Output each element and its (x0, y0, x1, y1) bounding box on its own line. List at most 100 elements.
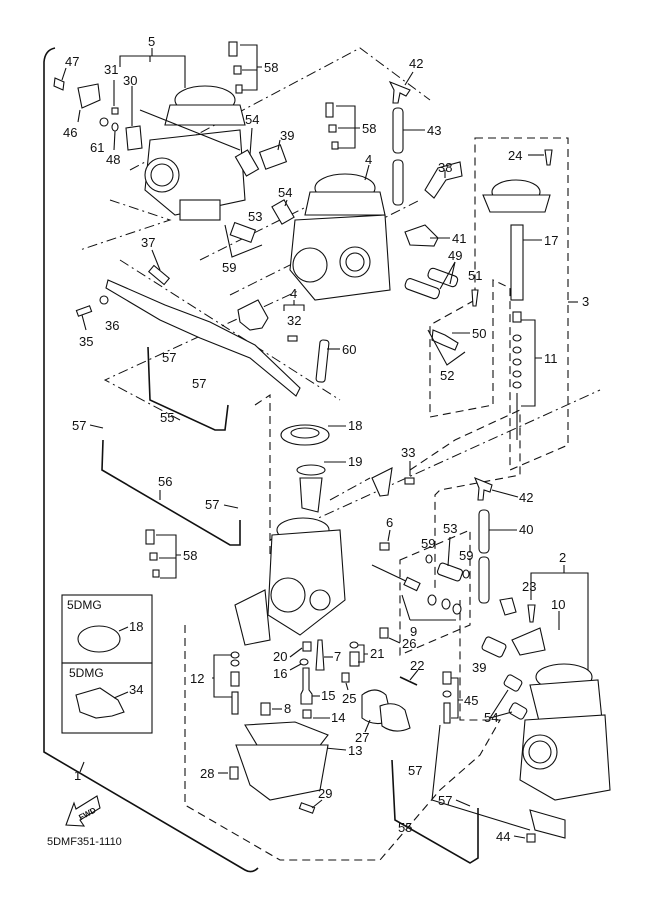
callout-4b: 4 (290, 286, 297, 301)
callout-20: 20 (273, 649, 287, 664)
callout-34-inset: 34 (129, 682, 143, 697)
leader-59a (224, 224, 263, 258)
leader-58a (240, 44, 262, 91)
part-45-screw-set (442, 671, 452, 724)
part-cable-bracket (371, 467, 393, 497)
leader-26 (388, 637, 401, 644)
part-47-screw (53, 77, 65, 91)
part-cable-holder (529, 809, 566, 839)
callout-41: 41 (452, 231, 466, 246)
callout-57e: 57 (408, 763, 422, 778)
part-56-hose (101, 439, 241, 546)
leader-37 (151, 249, 161, 271)
part-7-pilot-jet (315, 639, 325, 671)
callout-10: 10 (551, 597, 565, 612)
part-61-collar (99, 117, 109, 127)
callout-53b: 53 (443, 521, 457, 536)
callout-31: 31 (104, 62, 118, 77)
subassembly-side-box (399, 529, 471, 656)
leader-9 (401, 594, 456, 621)
callout-59c: 59 (459, 548, 473, 563)
callout-2: 2 (559, 550, 566, 565)
callout-13: 13 (348, 743, 362, 758)
callout-29: 29 (318, 786, 332, 801)
leader-52 (427, 329, 466, 366)
callout-47: 47 (65, 54, 79, 69)
part-29-screw (298, 802, 316, 814)
part-35-screw (75, 305, 93, 317)
callout-59a: 59 (222, 260, 236, 275)
leader-57c (89, 424, 104, 429)
part-33-screw (404, 477, 415, 485)
part-28-screw (229, 766, 239, 780)
callout-28: 28 (200, 766, 214, 781)
part-21-jet (349, 651, 360, 667)
part-53-b (436, 562, 464, 582)
callout-57f: 57 (438, 793, 452, 808)
reference-line (129, 47, 431, 171)
part-44-screw (526, 833, 536, 843)
leader-2 (530, 565, 589, 672)
callout-46: 46 (63, 125, 77, 140)
callout-23: 23 (522, 579, 536, 594)
part-15-needle-jet (300, 667, 313, 705)
callout-58a: 58 (264, 60, 278, 75)
part-40-hose (478, 509, 490, 554)
part-27-float-b (379, 703, 411, 732)
callout-42a: 42 (409, 56, 423, 71)
part-throttle-lever (511, 627, 546, 656)
part-19-piston (296, 464, 326, 476)
leader-42a (404, 71, 414, 86)
leader-42b (491, 489, 519, 498)
callout-49: 49 (448, 248, 462, 263)
leader-27 (364, 719, 371, 733)
callout-8: 8 (284, 701, 291, 716)
callout-58c: 58 (183, 548, 197, 563)
part-39-b (481, 636, 507, 658)
leader-20 (289, 647, 303, 658)
part-42-tee-top (388, 80, 411, 104)
carburetor-bottom-right (519, 663, 611, 801)
part-18-inset-diaphragm (77, 625, 121, 653)
callout-33: 33 (401, 445, 415, 460)
reference-line (269, 389, 601, 541)
leader-53b (447, 536, 451, 567)
leader-49 (439, 261, 456, 290)
callout-21: 21 (370, 646, 384, 661)
leader-6 (387, 529, 391, 542)
subassembly-3-box (429, 137, 569, 471)
part-42-tee-lower (474, 476, 493, 501)
part-6-screw (379, 542, 390, 551)
callout-39b: 39 (472, 660, 486, 675)
leader-54c (488, 689, 513, 719)
leader-21 (358, 644, 368, 663)
part-9-pilot-set (371, 564, 462, 615)
callout-19: 19 (348, 454, 362, 469)
part-21-ring (349, 641, 359, 649)
callout-57d: 57 (205, 497, 219, 512)
leader-29 (311, 799, 323, 809)
callout-30: 30 (123, 73, 137, 88)
leader-54a (249, 127, 253, 156)
leader-13 (324, 747, 347, 751)
callout-37: 37 (141, 235, 155, 250)
callout-60: 60 (342, 342, 356, 357)
part-22-pin (399, 676, 418, 686)
assembly-outline (43, 47, 259, 873)
part-55-hose-upper (147, 346, 229, 431)
callout-42b: 42 (519, 490, 533, 505)
callout-1: 1 (74, 768, 81, 783)
callout-56: 56 (158, 474, 172, 489)
callout-17: 17 (544, 233, 558, 248)
part-25-screw (341, 672, 350, 683)
part-58-screws-top (228, 41, 243, 94)
callout-57c: 57 (72, 418, 86, 433)
callout-15: 15 (321, 688, 335, 703)
inset-model-label: 5DMG (69, 666, 104, 680)
part-24-screw (544, 149, 553, 166)
part-37-spring (147, 264, 171, 286)
leader-22 (409, 669, 419, 681)
callout-5: 5 (148, 34, 155, 49)
callout-38: 38 (438, 160, 452, 175)
